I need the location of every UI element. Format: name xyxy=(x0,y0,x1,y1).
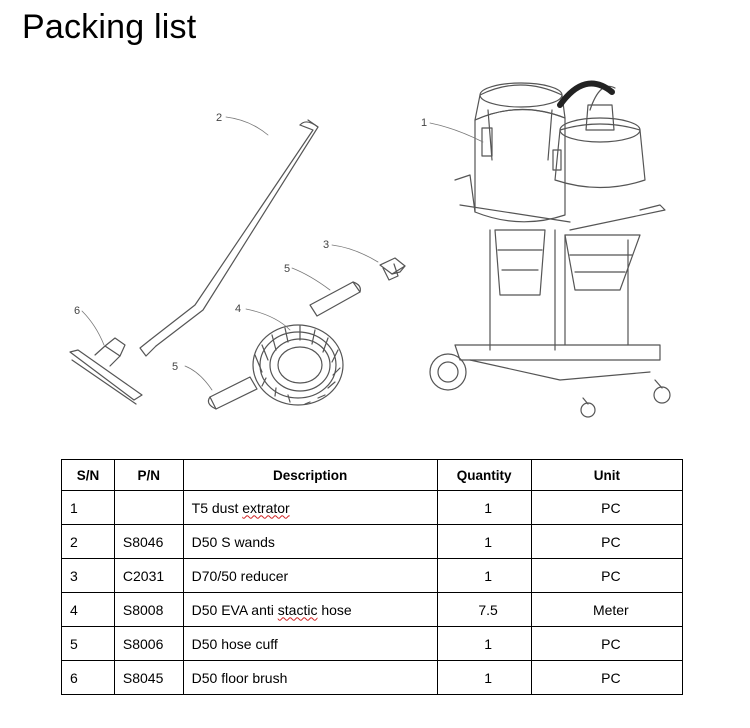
floor-brush-drawing xyxy=(69,337,143,405)
cell-quantity: 1 xyxy=(436,626,532,661)
cell-description: D50 EVA anti stactic hose xyxy=(182,592,438,627)
cell-unit: PC xyxy=(530,660,684,695)
cell-description: T5 dust extrator xyxy=(182,490,438,525)
cell-pn: S8006 xyxy=(113,626,184,661)
cell-quantity: 1 xyxy=(436,524,532,559)
cell-pn: S8046 xyxy=(113,524,184,559)
description-text: D70/50 reducer xyxy=(191,567,289,584)
page-title: Packing list xyxy=(22,8,197,46)
callout-leaders xyxy=(81,116,484,391)
header-sn: S/N xyxy=(61,459,115,491)
cell-description: D70/50 reducer xyxy=(182,558,438,593)
cell-quantity: 1 xyxy=(436,558,532,593)
cell-pn: S8045 xyxy=(113,660,184,695)
callout-5-upper: 5 xyxy=(284,263,290,275)
callout-5-lower: 5 xyxy=(172,361,178,373)
header-pn: P/N xyxy=(113,459,184,491)
header-unit: Unit xyxy=(530,459,684,491)
cell-sn: 3 xyxy=(61,558,115,593)
cell-description: D50 S wands xyxy=(182,524,438,559)
callout-4: 4 xyxy=(235,303,241,315)
cell-unit: PC xyxy=(530,626,684,661)
cell-sn: 5 xyxy=(61,626,115,661)
cell-sn: 4 xyxy=(61,592,115,627)
header-quantity: Quantity xyxy=(436,459,532,491)
description-text: D50 hose cuff xyxy=(191,635,278,652)
cell-description: D50 floor brush xyxy=(182,660,438,695)
s-wand-drawing xyxy=(139,119,319,357)
cell-sn: 2 xyxy=(61,524,115,559)
cell-pn xyxy=(113,490,184,525)
cell-sn: 6 xyxy=(61,660,115,695)
hose-cuff-lower-drawing xyxy=(207,376,258,410)
callout-3: 3 xyxy=(323,239,329,251)
table-header-row: S/N P/N Description Quantity Unit xyxy=(61,459,684,491)
cell-pn: C2031 xyxy=(113,558,184,593)
coiled-hose-drawing xyxy=(252,324,344,406)
cell-pn: S8008 xyxy=(113,592,184,627)
cell-unit: PC xyxy=(530,524,684,559)
description-text: T5 dust xyxy=(191,499,243,516)
cell-quantity: 1 xyxy=(436,660,532,695)
header-description: Description xyxy=(182,459,438,491)
hose-cuff-upper-drawing xyxy=(309,281,361,317)
cell-description: D50 hose cuff xyxy=(182,626,438,661)
parts-illustration: 2 3 5 4 5 6 1 xyxy=(69,80,671,418)
cell-sn: 1 xyxy=(61,490,115,525)
cell-quantity: 1 xyxy=(436,490,532,525)
reducer-drawing xyxy=(379,257,406,281)
callout-2: 2 xyxy=(216,112,222,124)
dust-extractor-drawing xyxy=(429,80,671,418)
cell-unit: PC xyxy=(530,490,684,525)
description-text-tail: hose xyxy=(317,601,352,618)
spellcheck-flagged-word: stactic xyxy=(277,601,318,618)
description-text: D50 S wands xyxy=(191,533,275,550)
spellcheck-flagged-word: extrator xyxy=(242,499,290,516)
description-text: D50 EVA anti xyxy=(191,601,278,618)
callout-1: 1 xyxy=(421,117,427,129)
cell-unit: Meter xyxy=(530,592,684,627)
cell-unit: PC xyxy=(530,558,684,593)
description-text: D50 floor brush xyxy=(191,669,288,686)
cell-quantity: 7.5 xyxy=(436,592,532,627)
callout-6: 6 xyxy=(74,305,80,317)
